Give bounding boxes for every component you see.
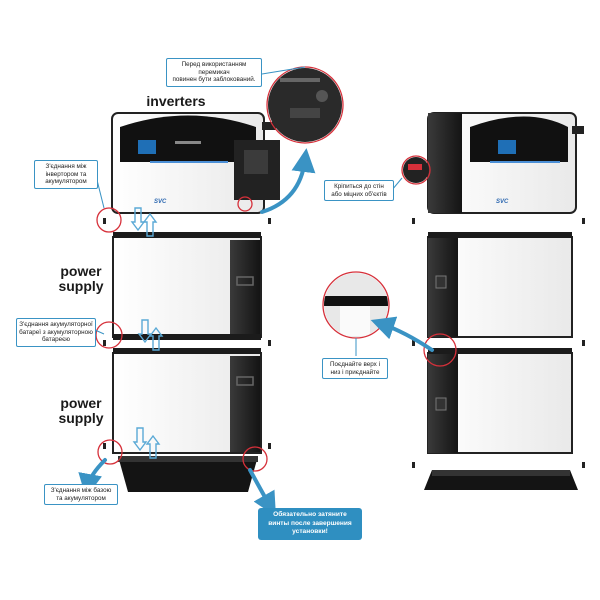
- right-battery-2: [428, 348, 572, 453]
- warning-tighten-screws: Обязательно затяните винты после заверше…: [258, 508, 362, 540]
- callout-base-battery: З'єднання між базою та акумулятором: [44, 484, 118, 505]
- brand-logo-left: SVC: [154, 199, 167, 205]
- brand-logo-right: SVC: [496, 199, 509, 205]
- label-power-supply-2: power supply: [46, 396, 116, 426]
- right-battery-1: [428, 232, 572, 337]
- callout-inverter-battery: З'єднання між інвертором та акумулятором: [34, 160, 98, 189]
- callout-battery-battery: З'єднання акумуляторної батареї з акумул…: [16, 318, 96, 347]
- right-inverter: SVC: [428, 113, 584, 213]
- right-base: [424, 470, 578, 490]
- label-power-supply-1: power supply: [46, 264, 116, 294]
- curved-arrow-icon-right: [382, 324, 432, 350]
- left-battery-2: [113, 348, 261, 453]
- left-base: [118, 456, 258, 492]
- left-battery-1: [113, 232, 261, 340]
- callout-wall-mount: Кріпиться до стін або міцних об'єктів: [324, 180, 394, 201]
- left-inverter: SVC: [112, 113, 280, 213]
- callout-align-top-bottom: Поєднайте верх і низ і приєднайте: [322, 358, 388, 379]
- label-inverters: inverters: [140, 94, 212, 109]
- callout-lock-switch: Перед використанням перемикач повинен бу…: [166, 58, 262, 87]
